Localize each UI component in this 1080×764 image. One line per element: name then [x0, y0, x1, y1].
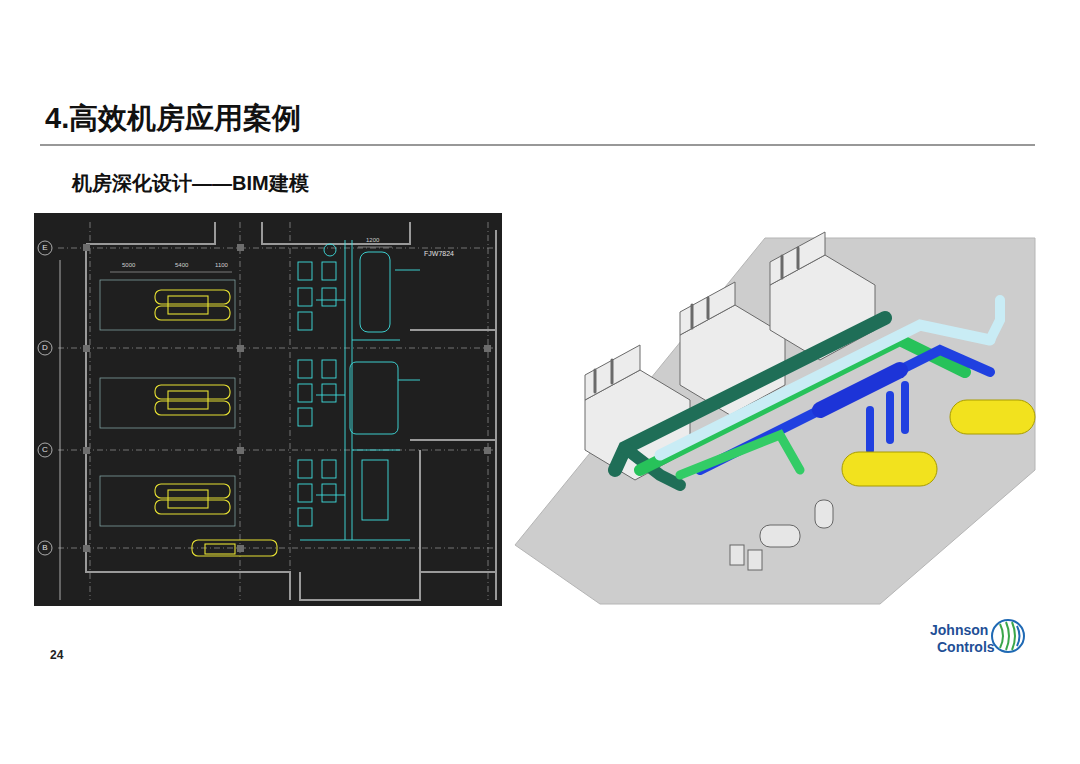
- logo-emblem: [992, 620, 1024, 652]
- grid-label: B: [42, 544, 47, 553]
- dimension: 1100: [215, 262, 228, 269]
- logo-text: Johnson: [930, 623, 988, 638]
- grid-label: D: [42, 344, 48, 353]
- dimension: 5000: [122, 262, 135, 269]
- dimension: 1200: [366, 237, 379, 244]
- room-code: FJW7824: [424, 250, 454, 258]
- logo-text: Controls: [937, 640, 995, 655]
- grid-label: C: [42, 446, 48, 455]
- slide-title: 4.高效机房应用案例: [45, 103, 301, 135]
- page-number: 24: [50, 649, 63, 662]
- bim-render: [515, 232, 1035, 604]
- cad-plan: [34, 213, 502, 606]
- dimension: 5400: [175, 262, 188, 269]
- title-rule: [40, 144, 1035, 145]
- grid-label: E: [42, 244, 47, 253]
- subtitle: 机房深化设计——BIM建模: [72, 172, 309, 194]
